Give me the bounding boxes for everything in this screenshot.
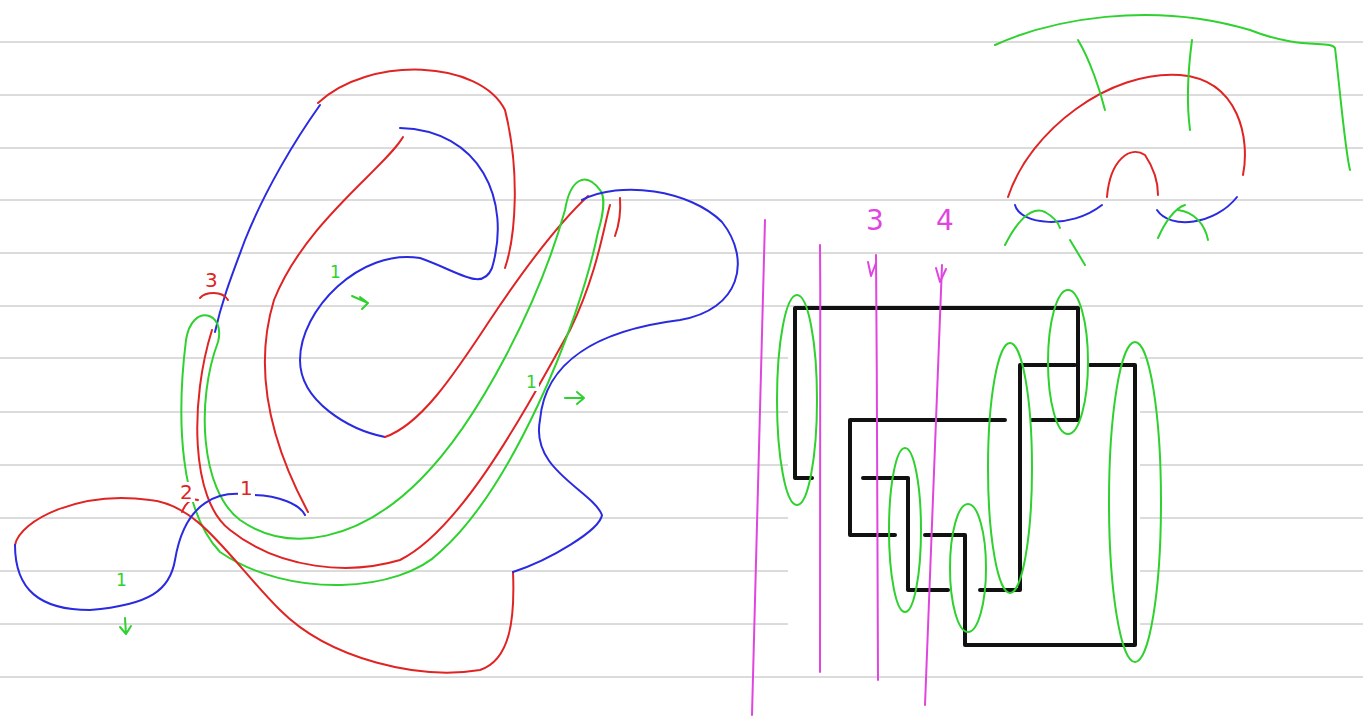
knot-strand xyxy=(513,190,738,572)
band-loop xyxy=(889,448,921,612)
sketch-number: 1 xyxy=(328,264,343,281)
grid-knot-strand xyxy=(863,478,948,590)
slice-line xyxy=(925,265,942,705)
band-loop xyxy=(1048,290,1088,434)
sketch-number: 1 xyxy=(524,374,539,391)
band-loop xyxy=(950,504,986,632)
sketch-number: 3 xyxy=(864,207,886,235)
sketch-number: 1 xyxy=(238,478,255,498)
knot-strand xyxy=(215,105,320,332)
knot-strand xyxy=(15,494,305,610)
ruling-line xyxy=(0,624,1363,625)
direction-arrow xyxy=(120,618,131,634)
band-edge xyxy=(1070,240,1085,265)
band-loop xyxy=(988,343,1032,593)
knot-strand xyxy=(1008,75,1245,197)
knot-strand xyxy=(265,137,403,512)
direction-arrow xyxy=(936,268,946,282)
direction-arrow xyxy=(868,262,876,276)
slice-line xyxy=(819,245,822,672)
band-loop xyxy=(1109,342,1161,662)
crossing-mark xyxy=(200,293,228,300)
band-edge xyxy=(1078,40,1105,110)
slice-line xyxy=(752,220,765,715)
direction-arrow xyxy=(352,296,368,309)
knot-strand xyxy=(615,198,620,236)
ruling-line xyxy=(0,42,1363,43)
direction-arrow xyxy=(565,392,584,404)
band-loop xyxy=(777,295,817,505)
band-edge xyxy=(1178,210,1208,240)
ruling-line xyxy=(0,253,1363,254)
band-edge xyxy=(1005,211,1060,245)
ruling-line xyxy=(0,677,1363,678)
knot-strand xyxy=(1107,152,1158,197)
knot-strand xyxy=(300,128,498,437)
band-edge xyxy=(995,15,1350,170)
surface-band xyxy=(181,180,603,585)
band-edge xyxy=(1188,40,1192,130)
knot-strand xyxy=(318,70,515,268)
sketch-number: 3 xyxy=(203,270,220,290)
ruling-line xyxy=(0,465,1363,466)
ruling-line xyxy=(0,306,1363,307)
knot-strand xyxy=(15,498,513,672)
ruling-line xyxy=(0,148,1363,149)
slice-line xyxy=(876,255,878,680)
ruling-line xyxy=(0,518,1363,519)
ruling-line xyxy=(0,95,1363,96)
ruling-line xyxy=(0,200,1363,201)
sketch-number: 2 xyxy=(178,482,195,502)
sketch-number: 1 xyxy=(114,572,129,589)
sketch-number: 4 xyxy=(934,207,956,235)
